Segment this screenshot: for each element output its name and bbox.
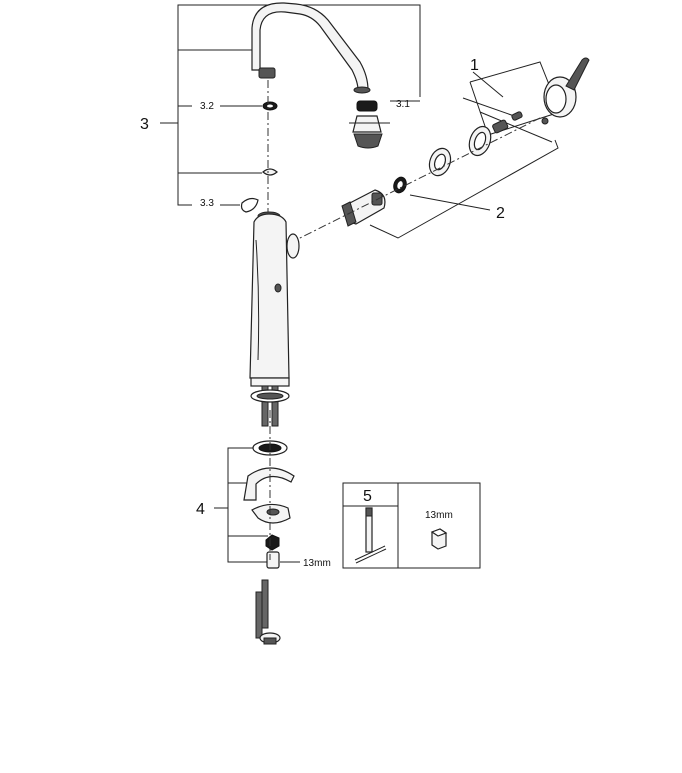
callout-3-3: 3.3 [200,198,214,209]
clip-3-3 [240,197,259,213]
mounting-parts [243,440,295,569]
aerator-parts [349,100,390,149]
handle [492,57,590,134]
tool-box-wrench-size: 13mm [425,510,453,521]
set-2-bracket [369,139,559,239]
socket-icon [430,528,448,550]
faucet-body [249,211,300,387]
callout-4: 4 [196,501,205,518]
supply-hoses-upper [250,385,290,427]
set-4-bracket [214,447,300,563]
callout-3-1: 3.1 [396,99,410,110]
tool-box-number: 5 [363,488,372,505]
supply-hoses-lower [255,579,281,645]
callout-4-wrench-size: 13mm [303,558,331,569]
small-ring [262,168,278,176]
callout-3: 3 [140,116,149,133]
spout [251,2,371,94]
hex-key-icon [354,507,387,564]
callout-1: 1 [470,57,479,74]
tool-box [342,482,481,569]
callout-3-2: 3.2 [200,101,214,112]
cartridge-parts [341,125,492,227]
callout-2: 2 [496,205,505,222]
